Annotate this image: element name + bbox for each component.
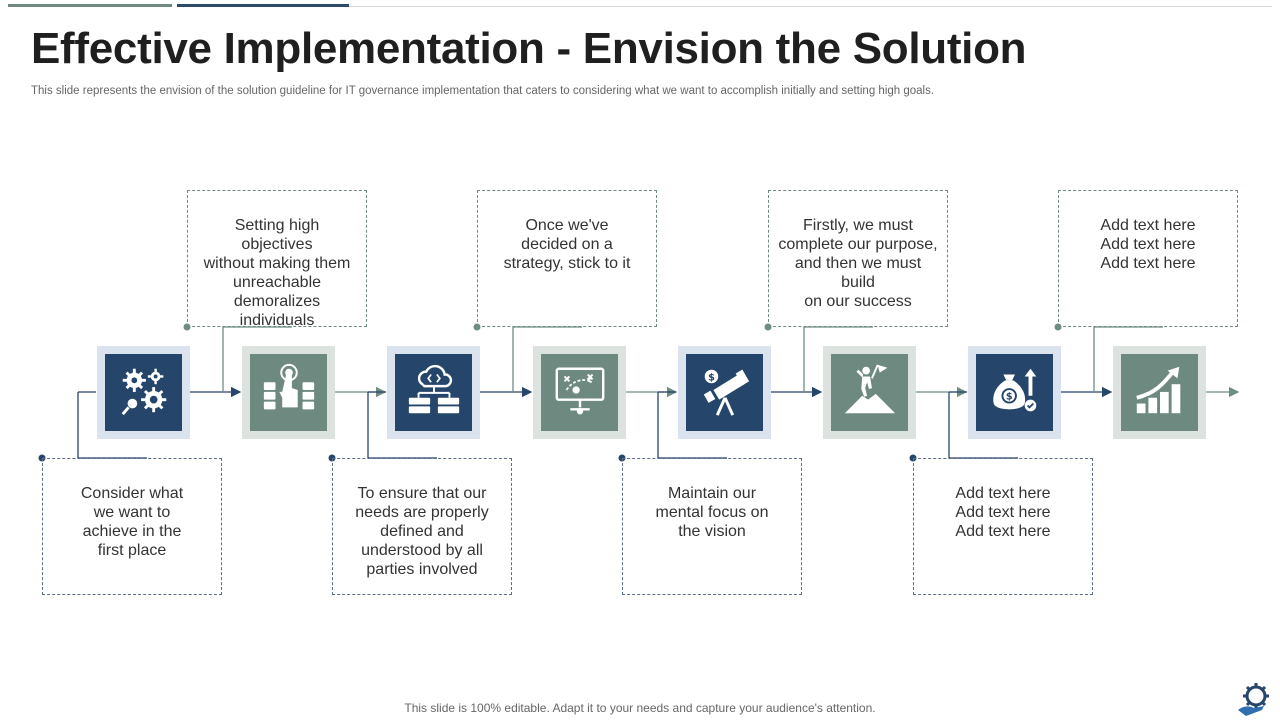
growth-chart-icon (1131, 361, 1189, 424)
top-accent-bar-navy (177, 4, 349, 7)
top-accent-bar-sage (8, 4, 172, 7)
step-2-text: Setting high objectives without making t… (203, 217, 351, 329)
step-5-text: Maintain our mental focus on the vision (655, 485, 769, 540)
step-8-icon-tile (1113, 346, 1206, 439)
top-branch-dot-3 (764, 323, 772, 331)
step-4-icon-tile (533, 346, 626, 439)
mountain-flag-icon (841, 361, 899, 424)
step-3-text: To ensure that our needs are properly de… (355, 485, 489, 578)
gears-settings-icon (115, 361, 173, 424)
step-1-textbox: Consider what we want to achieve in the … (42, 458, 222, 595)
step-5-textbox: Maintain our mental focus on the vision (622, 458, 802, 595)
page-title: Effective Implementation - Envision the … (31, 24, 1027, 73)
step-7-text: Add text here Add text here Add text her… (955, 485, 1051, 540)
step-7-textbox: Add text here Add text here Add text her… (913, 458, 1093, 595)
step-8-text: Add text here Add text here Add text her… (1100, 217, 1196, 272)
step-1-icon-tile (97, 346, 190, 439)
footer-note: This slide is 100% editable. Adapt it to… (404, 701, 876, 715)
cloud-network-icon (405, 361, 463, 424)
step-2-icon-tile (242, 346, 335, 439)
top-branch-dot-2 (473, 323, 481, 331)
gear-hand-logo-icon (1238, 683, 1269, 716)
step-8-textbox: Add text here Add text here Add text her… (1058, 190, 1238, 327)
money-bag-growth-icon: $ (986, 361, 1044, 424)
step-6-icon-tile (823, 346, 916, 439)
top-branch-dot-4 (1054, 323, 1062, 331)
step-1-text: Consider what we want to achieve in the … (80, 485, 184, 559)
step-5-icon-tile: $ (678, 346, 771, 439)
step-3-textbox: To ensure that our needs are properly de… (332, 458, 512, 595)
svg-text:$: $ (1005, 392, 1012, 403)
step-7-icon-tile: $ (968, 346, 1061, 439)
step-6-textbox: Firstly, we must complete our purpose, a… (768, 190, 948, 327)
step-6-text: Firstly, we must complete our purpose, a… (778, 217, 938, 310)
strategy-board-icon (551, 361, 609, 424)
page-subtitle: This slide represents the envision of th… (31, 85, 935, 97)
telescope-money-icon: $ (696, 361, 754, 424)
step-3-icon-tile (387, 346, 480, 439)
top-divider (349, 6, 1272, 7)
touch-server-icon (260, 361, 318, 424)
step-2-textbox: Setting high objectives without making t… (187, 190, 367, 329)
step-4-text: Once we've decided on a strategy, stick … (503, 217, 631, 272)
svg-text:$: $ (708, 372, 715, 383)
step-4-textbox: Once we've decided on a strategy, stick … (477, 190, 657, 327)
top-branch-dot-1 (183, 323, 191, 331)
